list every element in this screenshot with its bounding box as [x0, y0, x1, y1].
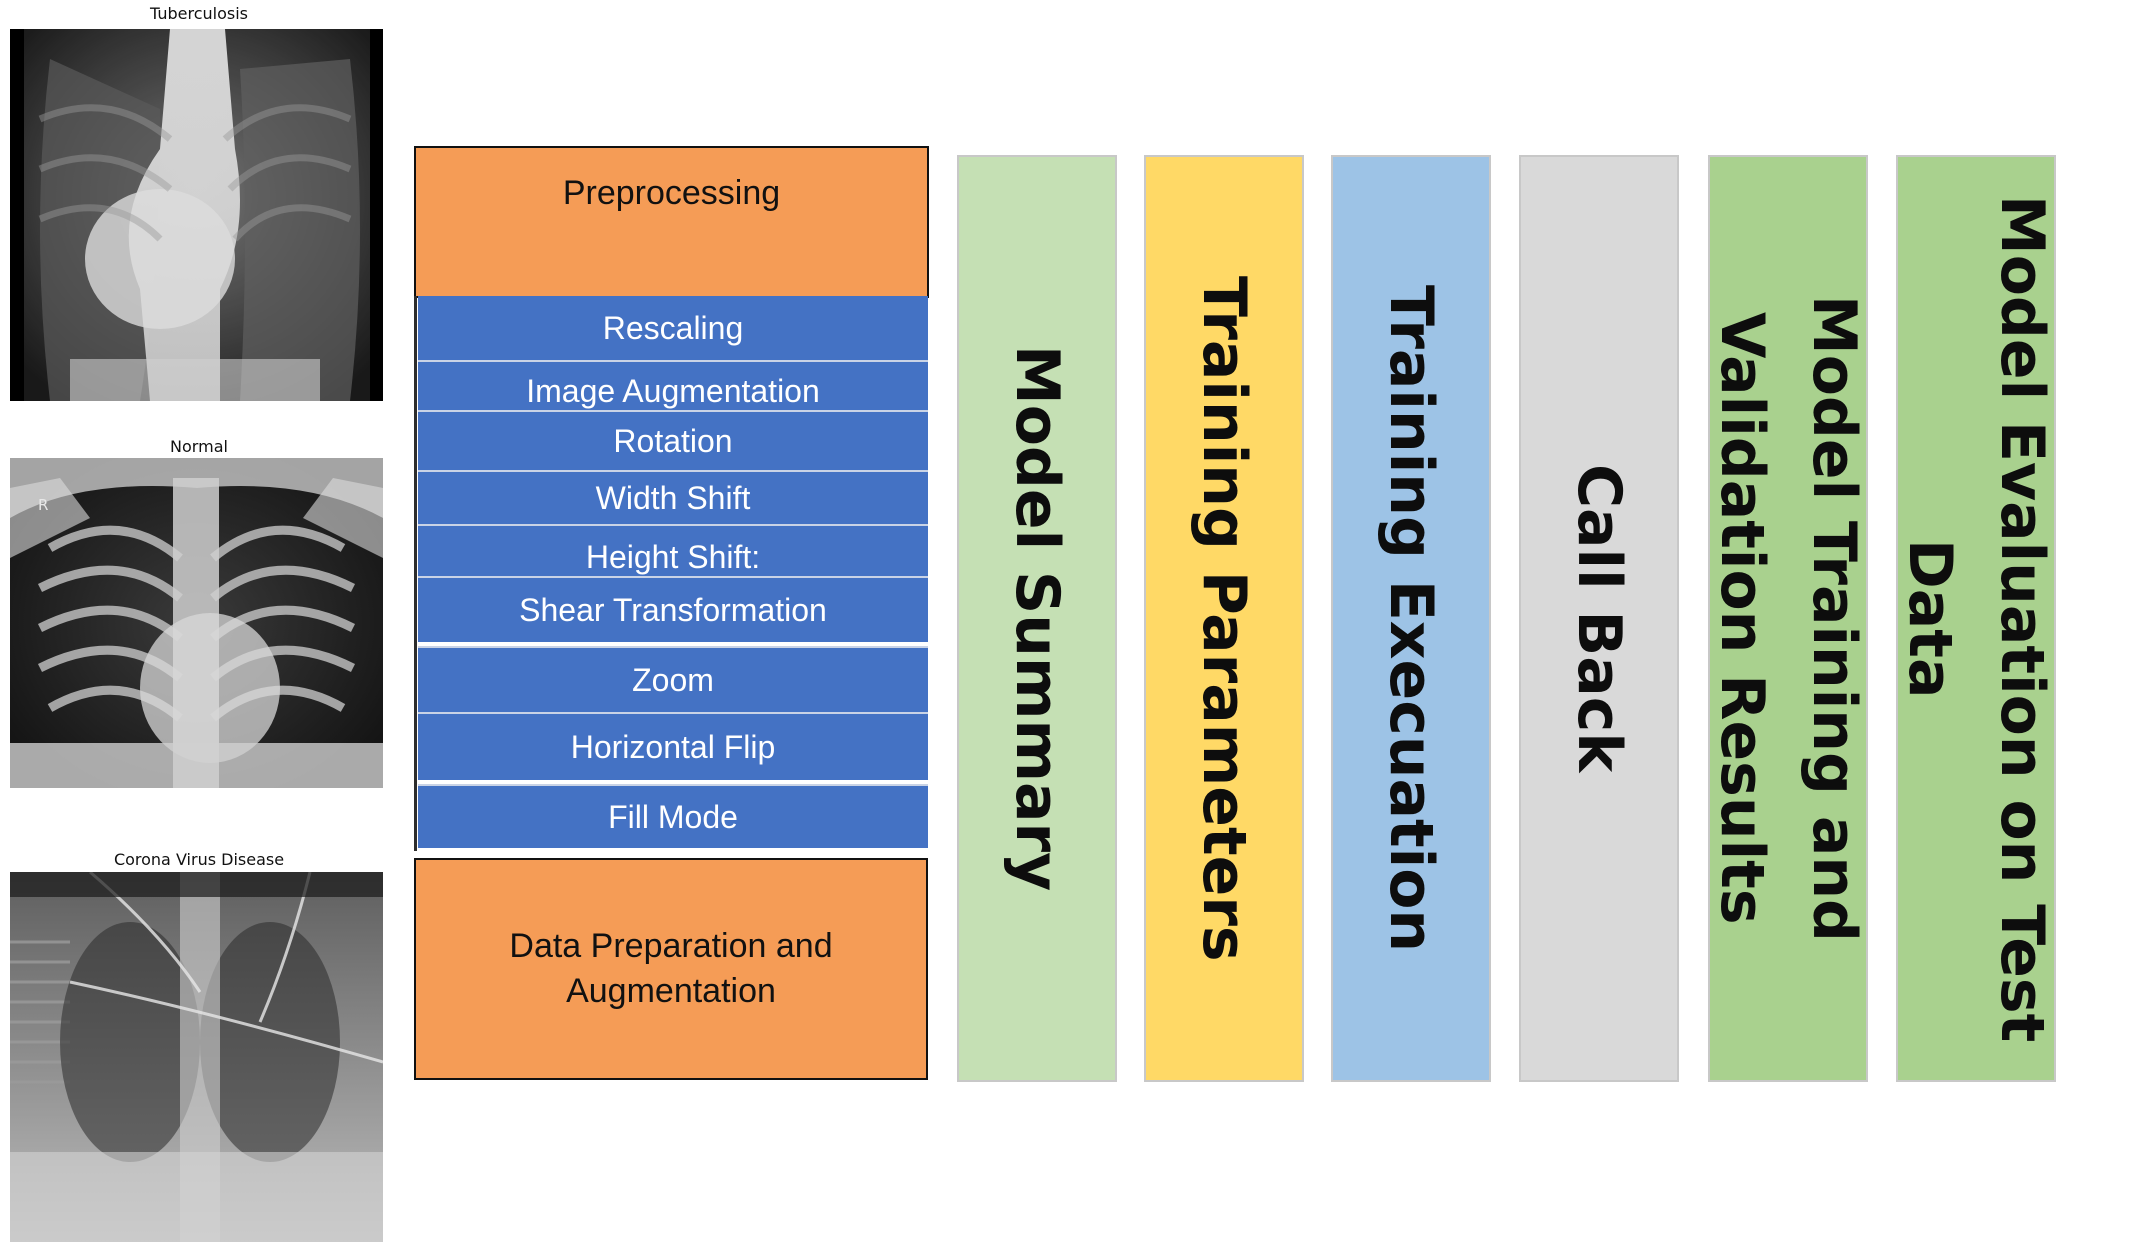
xray-side-marker: R [38, 496, 49, 514]
stage-label: Training Execuation [1376, 284, 1446, 953]
stage-label: Model Training and Validation Results [1708, 295, 1868, 942]
tuberculosis-caption: Tuberculosis [150, 4, 248, 23]
stage-label: Model Summary [1002, 345, 1072, 892]
step-label: Rescaling [602, 309, 744, 346]
stage-training-parameters: Training Parameters [1144, 155, 1304, 1082]
preprocessing-header: Preprocessing [414, 146, 929, 298]
data-preparation-label: Data Preparation and Augmentation [509, 927, 833, 1010]
normal-caption: Normal [170, 437, 228, 456]
step-label: Height Shift: [585, 539, 761, 575]
step-fill-mode: Fill Mode [418, 784, 928, 848]
step-label: Image Augmentation [526, 373, 820, 409]
covid-xray-image [10, 872, 383, 1242]
step-label: Shear Transformation [519, 591, 827, 628]
stage-model-evaluation: Model Evaluation on Test Data [1896, 155, 2056, 1082]
preprocessing-step-list: Rescaling Image Augmentation Rotation Wi… [418, 296, 928, 851]
tuberculosis-xray-image [10, 29, 383, 401]
preprocessing-rail [414, 296, 417, 851]
stage-label: Model Evaluation on Test Data [1896, 194, 2056, 1043]
step-label: Fill Mode [608, 798, 738, 835]
preprocessing-title: Preprocessing [562, 174, 781, 212]
step-label: Rotation [613, 422, 733, 459]
step-label: Zoom [632, 661, 714, 698]
stage-label: Training Parameters [1189, 275, 1259, 962]
step-width-shift: Width Shift [418, 470, 928, 524]
stage-label: Call Back [1564, 464, 1634, 773]
stage-model-summary: Model Summary [957, 155, 1117, 1082]
data-preparation-box: Data Preparation and Augmentation [414, 858, 928, 1080]
covid-caption: Corona Virus Disease [113, 850, 285, 869]
step-rescaling: Rescaling [418, 296, 928, 360]
step-horizontal-flip: Horizontal Flip [418, 712, 928, 780]
step-rotation: Rotation [418, 410, 928, 470]
step-label: Horizontal Flip [570, 728, 776, 765]
stage-training-validation-results: Model Training and Validation Results [1708, 155, 1868, 1082]
step-shear-transformation: Shear Transformation [418, 576, 928, 642]
stage-training-execution: Training Execuation [1331, 155, 1491, 1082]
stage-call-back: Call Back [1519, 155, 1679, 1082]
step-zoom: Zoom [418, 646, 928, 712]
normal-xray-image: R [10, 458, 383, 788]
step-height-shift: Height Shift: [418, 524, 928, 576]
step-label: Width Shift [595, 479, 751, 516]
step-image-augmentation: Image Augmentation [418, 360, 928, 410]
